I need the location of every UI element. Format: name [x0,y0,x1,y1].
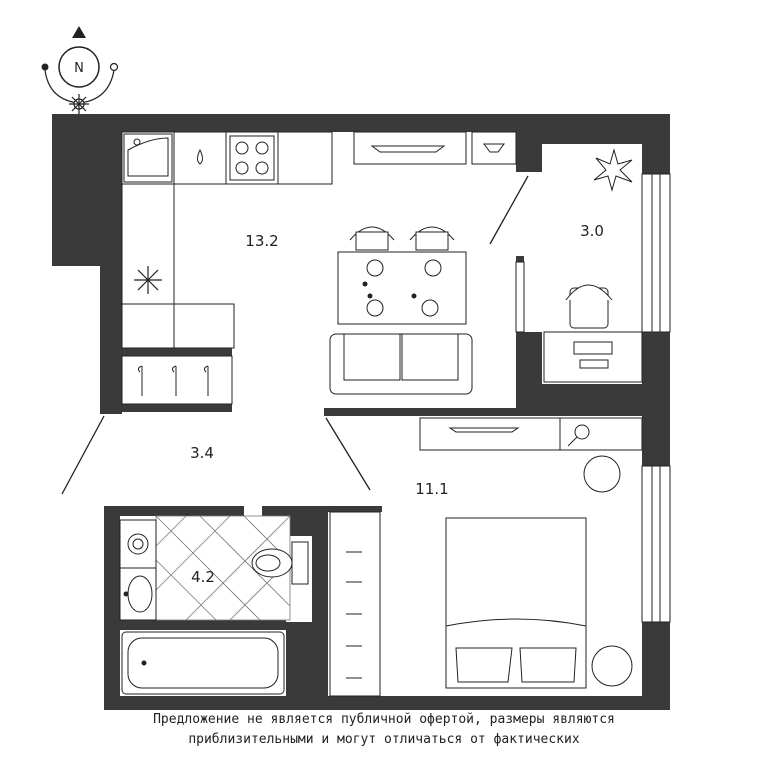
window-balcony [641,173,671,333]
snowflake-icon [134,266,162,294]
walls [52,114,670,710]
laptop-icon [573,341,613,355]
room-area-hallway: 3.4 [190,444,214,462]
balcony-furniture [543,148,643,383]
desk [543,331,643,383]
bathroom-sink [119,567,157,621]
wardrobe-hanger-icons [346,551,362,679]
bathtub [121,631,285,695]
window-bedroom [641,465,671,623]
dining-chairs [349,226,455,251]
nightstand-lamp [591,645,633,687]
mirror-icon [567,424,590,447]
compass-north-arrow [72,26,86,38]
window-balcony-inner [515,261,525,333]
room-area-kitchen-living: 13.2 [245,232,278,250]
door-balcony [489,175,529,245]
disclaimer-line-2: приблизительными и могут отличаться от ф… [188,732,580,747]
compass-ring [58,46,100,88]
dining-table [337,251,467,325]
kitchen-furniture [121,131,333,405]
windows [515,173,671,623]
plant-icon [593,148,633,192]
compass-right-node [109,62,119,72]
stove-icon [229,135,275,181]
toilet [251,541,309,585]
double-bed [445,517,587,689]
room-area-bathroom: 4.2 [191,568,215,586]
plates [362,259,442,317]
disclaimer-line-1: Предложение не является публичной оферто… [153,712,615,727]
wardrobe-hallway [121,355,233,405]
kitchen-cabinet-low [121,303,235,349]
dresser [559,417,643,451]
room-area-bedroom: 11.1 [415,480,448,498]
door-bedroom [325,417,371,491]
compass: N [41,26,119,114]
kitchen-shelf [471,131,517,165]
bedroom-wardrobe [329,511,381,697]
water-drop-icon [197,148,203,165]
bathroom-fixtures [119,515,309,695]
compass-left-node [41,63,49,71]
compass-letter: N [74,61,84,76]
sun-icon [69,94,89,114]
bedroom-tv-stand [419,417,561,451]
sofa [329,333,473,395]
room-area-balcony: 3.0 [580,222,604,240]
washing-machine [119,519,157,569]
round-rug [583,455,621,493]
room-labels: 13.2 3.0 3.4 11.1 4.2 [190,222,604,586]
office-chair [565,284,613,329]
door-entrance [61,415,105,495]
living-furniture [329,131,517,395]
disclaimer: Предложение не является публичной оферто… [0,710,768,750]
bedroom-furniture [329,417,643,697]
tv-icon [370,145,446,153]
hanger-icons [137,365,209,396]
